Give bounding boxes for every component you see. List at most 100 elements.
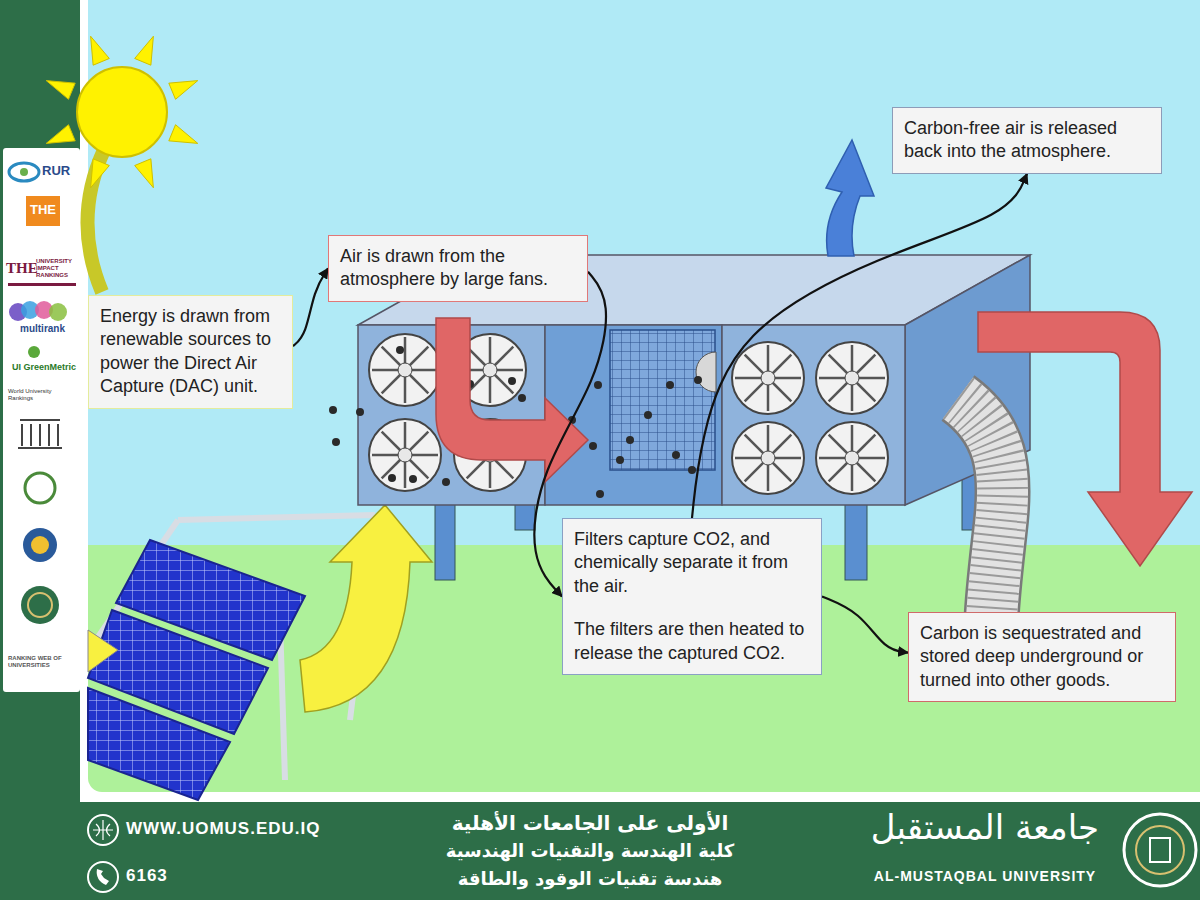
fans: [732, 342, 804, 414]
logo-text: RUR: [42, 164, 76, 179]
fans: [816, 342, 888, 414]
leader-arrow: [293, 268, 328, 346]
leader-arrow: [822, 596, 908, 652]
fans: [732, 422, 804, 494]
co2-dots: [409, 475, 417, 483]
co2-dots: [356, 408, 364, 416]
co2-dots: [688, 466, 696, 474]
fans: [816, 422, 888, 494]
co2-dots: [694, 376, 702, 384]
footer-text: كلية الهندسة والتقنيات الهندسية: [390, 841, 790, 862]
logo-text: World University Rankings: [8, 388, 78, 402]
co2-dots: [616, 456, 624, 464]
sun: [169, 81, 198, 100]
co2-dots: [518, 394, 526, 402]
co2-dots: [442, 478, 450, 486]
fans: [369, 334, 441, 406]
fans: [732, 342, 804, 414]
footer-icons: [1150, 838, 1170, 862]
callout-text: The filters are then heated to release t…: [574, 618, 810, 665]
callout-box: Carbon is sequestrated and stored deep u…: [908, 612, 1176, 702]
co2-dots: [329, 406, 337, 414]
dac-unit: [845, 500, 867, 580]
dac-unit: [545, 325, 722, 505]
ranking-logos: [20, 168, 28, 176]
sun: [91, 36, 110, 65]
ranking-logos: [23, 528, 57, 562]
sun: [46, 125, 75, 144]
co2-dots: [396, 346, 404, 354]
footer-icons: [88, 815, 118, 845]
co2-dots: [388, 474, 396, 482]
dac-unit: [722, 325, 905, 505]
ranking-logos: [25, 473, 55, 503]
co2-dots: [672, 451, 680, 459]
co2-dots: [594, 381, 602, 389]
callout-box: Filters capture CO2, and chemically sepa…: [562, 518, 822, 675]
fans: [483, 363, 497, 377]
callout-box: Energy is drawn from renewable sources t…: [88, 295, 293, 409]
footer: [0, 802, 1200, 900]
fans: [369, 419, 441, 491]
carbon-out-arrow: [978, 312, 1192, 566]
ranking-logos: [18, 420, 62, 448]
footer-text: WWW.UOMUS.EDU.IQ: [126, 819, 386, 839]
footer-text: الأولى على الجامعات الأهلية: [390, 812, 790, 835]
callout-text: Carbon is sequestrated and stored deep u…: [920, 622, 1164, 692]
logo-text: THE: [26, 203, 60, 218]
callout-box: Air is drawn from the atmosphere by larg…: [328, 235, 588, 302]
fans: [398, 363, 412, 377]
co2-dots: [589, 442, 597, 450]
leader-arrow: [692, 174, 1027, 518]
co2-dots: [644, 411, 652, 419]
footer-text: 6163: [126, 866, 246, 886]
ranking-logos: [9, 163, 39, 181]
energy-arrow: [300, 505, 432, 712]
dac-unit: [696, 352, 716, 392]
sky: [88, 0, 1200, 545]
callout-text: Energy is drawn from renewable sources t…: [100, 305, 281, 399]
ranking-logos: [8, 283, 76, 286]
logo-text: THE: [6, 260, 36, 277]
solar-panel: [88, 630, 118, 672]
logo-panel: [3, 148, 80, 692]
ranking-logos: [28, 346, 40, 358]
air-in-arrow: [436, 318, 588, 482]
footer-icons: [1136, 826, 1184, 874]
co2-dots: [508, 377, 516, 385]
logo-text: UNIVERSITY IMPACT RANKINGS: [36, 258, 78, 279]
fans: [732, 422, 804, 494]
sidebar: [0, 0, 80, 900]
footer-icons: [93, 820, 113, 840]
fans: [845, 451, 859, 465]
footer-icons: [88, 862, 118, 892]
fans: [816, 422, 888, 494]
ranking-logos: [26, 196, 60, 226]
air-out-arrow: [826, 140, 874, 256]
logo-text: multirank: [20, 323, 78, 335]
sun: [77, 67, 167, 157]
ranking-logos: [28, 593, 52, 617]
callout-text: Air is drawn from the atmosphere by larg…: [340, 245, 576, 292]
co2-dots: [626, 436, 634, 444]
fans: [398, 448, 412, 462]
fans: [761, 451, 775, 465]
footer-text: هندسة تقنيات الوقود والطاقة: [390, 869, 790, 890]
footer-text: جامعة المستقبل: [860, 808, 1110, 847]
co2-dots: [332, 438, 340, 446]
sun: [46, 81, 75, 100]
fans: [369, 419, 441, 491]
ranking-logos: [31, 536, 49, 554]
ranking-logos: [49, 303, 67, 321]
callout-box: Carbon-free air is released back into th…: [892, 107, 1162, 174]
footer-text: AL-MUSTAQBAL UNIVERSITY: [860, 868, 1110, 884]
fans: [845, 371, 859, 385]
footer-icons: [97, 869, 109, 885]
sun: [91, 159, 110, 188]
solar-panel: [88, 688, 230, 800]
fans: [761, 371, 775, 385]
sun: [135, 36, 154, 65]
